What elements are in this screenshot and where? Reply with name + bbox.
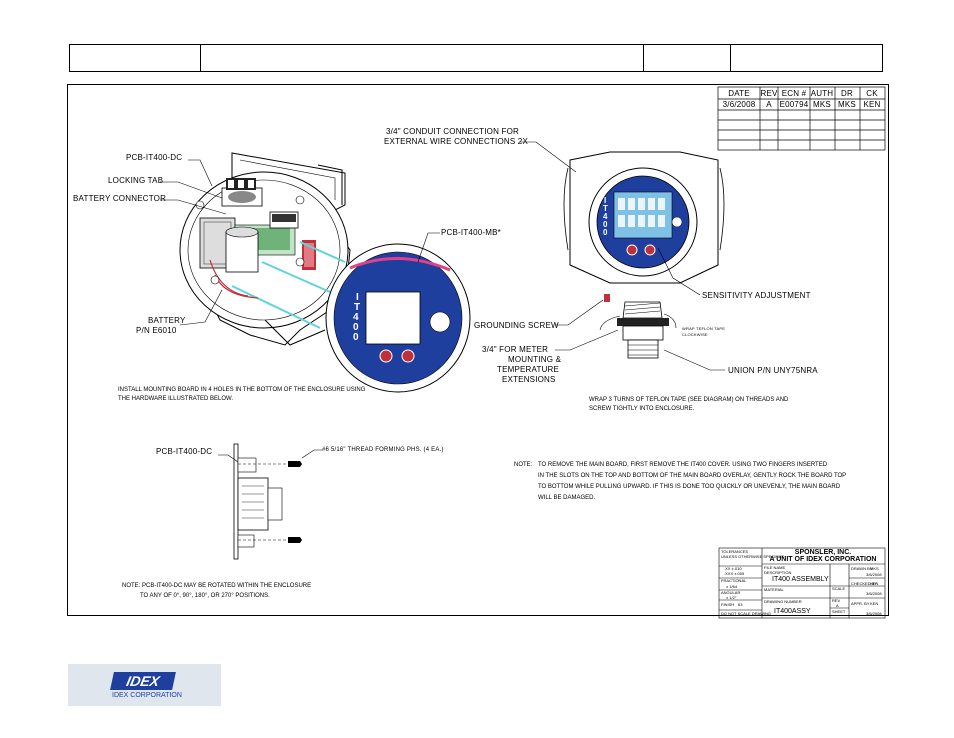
company-subtitle: A UNIT OF IDEX CORPORATION	[770, 556, 877, 563]
title-block-text: SPONSLER, INC. A UNIT OF IDEX CORPORATIO…	[721, 549, 882, 616]
rev-cell-ecn: E00794	[780, 100, 809, 109]
tb-material: MATERIAL	[764, 587, 784, 592]
tb-ang-val: ± 1/2°	[726, 595, 737, 600]
company-name: SPONSLER, INC.	[795, 549, 851, 556]
label-wrap-tape-1: WRAP TEFLON TAPE	[682, 326, 725, 331]
label-conduit-2: EXTERNAL WIRE CONNECTIONS 2X	[384, 137, 528, 146]
rev-header-date: DATE	[728, 89, 750, 98]
rev-header-ck: CK	[866, 89, 878, 98]
rotation-note-2: TO ANY OF 0°, 90°, 180°, OR 270° POSITIO…	[140, 593, 270, 599]
label-meter-4: EXTENSIONS	[502, 375, 556, 384]
header-strip	[69, 44, 883, 72]
enclosure-exploded-view	[179, 152, 351, 346]
tb-angular: ANGULAR	[721, 590, 740, 595]
rev-header-dr: DR	[841, 89, 853, 98]
label-grounding: GROUNDING SCREW	[474, 321, 559, 330]
rev-cell-date: 3/6/2008	[723, 100, 756, 109]
header-cell-2	[201, 45, 644, 71]
label-union: UNION P/N UNY75NRA	[728, 366, 818, 375]
label-battery: BATTERY	[148, 316, 186, 325]
tb-drawing-number: DRAWING NUMBER	[764, 599, 802, 604]
tb-checked-by: CHECKED BY	[851, 581, 877, 586]
wrap-note-1: WRAP 3 TURNS OF TEFLON TAPE (SEE DIAGRAM…	[589, 397, 789, 403]
tb-tolerances: TOLERANCES	[721, 549, 748, 554]
rev-header-auth: AUTH	[811, 89, 834, 98]
instruction-notes: INSTALL MOUNTING BOARD IN 4 HOLES IN THE…	[118, 387, 846, 599]
rev-header-rev: REV	[760, 89, 778, 98]
tb-do-not-scale: DO NOT SCALE DRAWING	[721, 611, 771, 616]
tb-rev: REV	[832, 598, 841, 603]
tb-appr: APPR. BY	[851, 601, 870, 606]
label-meter-1: 3/4" FOR METER	[482, 345, 548, 354]
revision-headers: DATE REV ECN # AUTH DR CK	[728, 89, 878, 98]
label-battery-connector: BATTERY CONNECTOR	[73, 194, 166, 203]
tb-file-name: FILE NAME	[764, 565, 785, 570]
label-screw: #6 5/16" THREAD FORMING PHS. (4 EA.)	[322, 447, 444, 453]
tb-tol-x: .XX ±.010	[724, 566, 742, 571]
tb-fractional: FRACTIONAL	[721, 578, 747, 583]
label-pcb-mb: PCB-IT400-MB*	[441, 228, 501, 237]
label-meter-2: MOUNTING &	[508, 355, 562, 364]
tb-description-val: IT400 ASSEMBLY	[772, 576, 829, 583]
callout-labels: PCB-IT400-DC LOCKING TAB BATTERY CONNECT…	[73, 127, 818, 384]
tb-finish-val: 63	[738, 602, 743, 607]
header-cell-1	[70, 45, 201, 71]
idex-logo-caption: IDEX CORPORATION	[112, 692, 182, 699]
removal-note-4: WILL BE DAMAGED.	[538, 495, 595, 501]
tb-tol-line: UNLESS OTHERWISE SPECIFIED	[721, 554, 785, 559]
rev-header-ecn: ECN #	[782, 89, 807, 98]
title-block	[718, 547, 886, 619]
tb-rev-val: A	[836, 603, 839, 608]
tb-date-2: 3/6/2008	[866, 591, 882, 596]
tb-sheet: SHEET	[832, 609, 846, 614]
label-locking-tab: LOCKING TAB	[108, 176, 163, 185]
rev-cell-rev: A	[766, 100, 772, 109]
label-wrap-tape-2: CLOCKWISE	[682, 332, 708, 337]
tb-date-3: 3/6/2008	[866, 611, 882, 616]
removal-note-3: TO BOTTOM WHILE PULLING UPWARD. IF THIS …	[538, 484, 841, 490]
board-side-view	[218, 443, 322, 560]
header-cell-3	[644, 45, 731, 71]
tb-drawing-val: IT400ASSY	[774, 608, 811, 615]
removal-note-head: NOTE:	[514, 462, 533, 468]
leader-lines	[160, 141, 725, 371]
rev-cell-ck: KEN	[863, 100, 880, 109]
drawing-frame	[67, 84, 889, 616]
label-sensitivity: SENSITIVITY ADJUSTMENT	[702, 291, 811, 300]
wrap-note-2: SCREW TIGHTLY INTO ENCLOSURE.	[589, 406, 695, 412]
tb-finish: FINISH	[721, 602, 734, 607]
removal-note-2: IN THE SLOTS ON THE TOP AND BOTTOM OF TH…	[538, 473, 846, 479]
revision-row: 3/6/2008 A E00794 MKS MKS KEN	[723, 100, 881, 109]
label-meter-3: TEMPERATURE	[497, 365, 559, 374]
tb-description: DESCRIPTION	[764, 570, 791, 575]
install-note-1: INSTALL MOUNTING BOARD IN 4 HOLES IN THE…	[118, 387, 366, 393]
rev-cell-auth: MKS	[813, 100, 831, 109]
label-pcb-dc: PCB-IT400-DC	[126, 153, 182, 162]
tb-scale: SCALE	[832, 586, 845, 591]
tb-appr-val: KEN	[870, 601, 878, 606]
label-pcb-dc-2: PCB-IT400-DC	[156, 447, 212, 456]
tb-frac-val: ± 1/64	[726, 584, 738, 589]
rev-cell-dr: MKS	[838, 100, 856, 109]
tb-drawn-val: MKS	[870, 566, 879, 571]
install-note-2: THE HARDWARE ILLUSTRATED BELOW.	[118, 396, 233, 402]
tb-checked-val: KEN	[870, 581, 878, 586]
tb-date-1: 3/6/2008	[866, 572, 882, 577]
tb-tol-xx: .XXX ±.005	[724, 571, 745, 576]
revision-table	[717, 86, 886, 151]
idex-logo-mark: IDEX	[110, 672, 176, 690]
tb-drawn-by: DRAWN BY	[851, 566, 873, 571]
rotation-note-1: NOTE: PCB-IT400-DC MAY BE ROTATED WITHIN…	[122, 583, 311, 589]
label-conduit-1: 3/4" CONDUIT CONNECTION FOR	[386, 127, 519, 136]
side-view-labels: PCB-IT400-DC #6 5/16" THREAD FORMING PHS…	[156, 447, 444, 456]
label-battery-pn: P/N E6010	[136, 326, 177, 335]
removal-note-1: TO REMOVE THE MAIN BOARD, FIRST REMOVE T…	[538, 462, 828, 468]
idex-logo: IDEX IDEX CORPORATION	[68, 664, 221, 706]
